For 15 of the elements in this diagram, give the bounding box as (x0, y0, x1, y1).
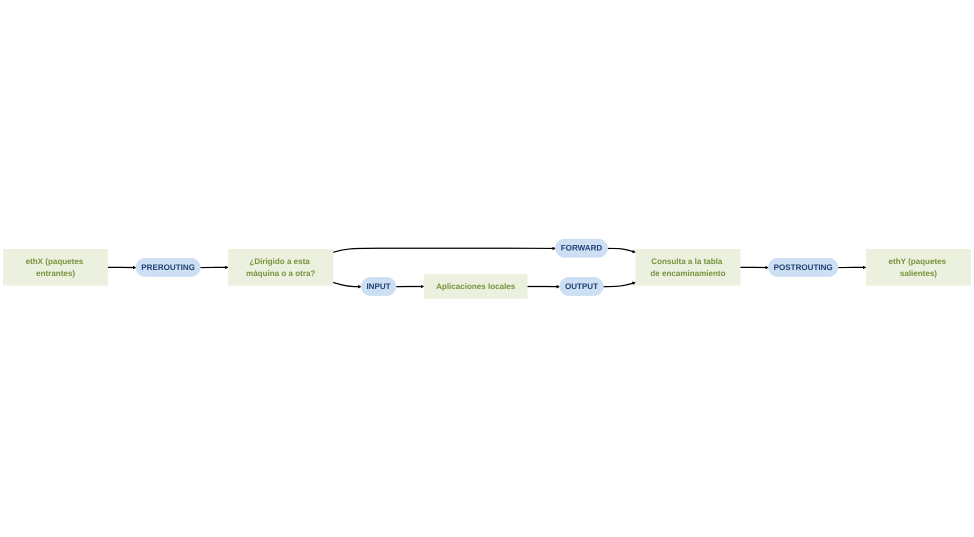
arrow (396, 284, 424, 288)
arrow (200, 265, 229, 269)
arrow (332, 246, 556, 253)
arrow (838, 265, 866, 269)
arrow (108, 265, 136, 269)
node-box: ¿Dirigido a esta máquina o a otra? (228, 248, 334, 286)
arrow (603, 281, 636, 287)
arrow (740, 265, 769, 269)
arrow (527, 284, 560, 288)
node-box: Consulta a la tabla de encaminamiento (635, 248, 740, 286)
node-box: Aplicaciones locales (424, 274, 528, 298)
arrow (608, 247, 636, 253)
arrow (332, 281, 362, 288)
node-box: ethY (paquetes salientes) (866, 248, 971, 286)
node-box: ethX (paquetes entrantes) (3, 248, 108, 286)
